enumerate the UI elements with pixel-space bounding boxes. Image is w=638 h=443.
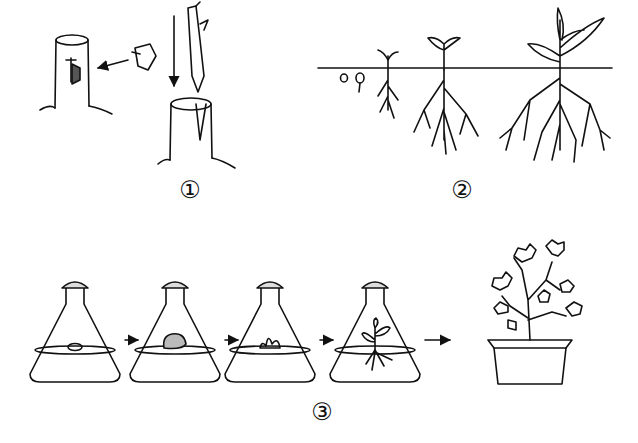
culture-flask — [30, 282, 120, 382]
scion-grafting — [158, 2, 235, 168]
tissue-culture — [30, 240, 582, 384]
seedling-growth — [318, 8, 612, 162]
culture-flask — [330, 282, 420, 382]
culture-flask — [225, 282, 315, 382]
culture-flask — [130, 282, 220, 382]
potted-plant — [488, 240, 582, 384]
bud-grafting — [40, 35, 156, 114]
figure-number: ② — [451, 178, 473, 202]
figure-number: ③ — [311, 400, 333, 424]
figure-number: ① — [179, 178, 201, 202]
